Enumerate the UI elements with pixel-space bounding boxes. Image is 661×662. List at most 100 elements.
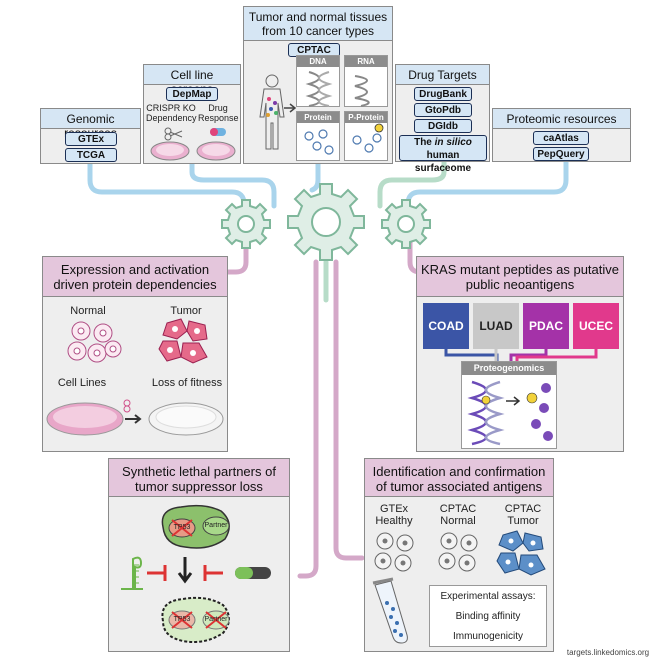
tumor-label: Tumor [170,305,202,317]
partner-label-bottom: Partner [204,616,228,623]
cell-lines-box: Cell line screens DepMap CRISPR KO Depen… [143,64,241,164]
partner-crossed-icon [202,610,230,630]
normal-label: Normal [70,305,106,317]
phospho-protein-panel: P-Protein [344,111,388,161]
group-cptac-tumor-line2: Tumor [507,515,539,527]
cancer-coad: COAD [423,303,469,349]
group-cptac-tumor-line1: CPTAC [504,503,542,515]
cell-line-dish-icon [46,402,124,436]
sirna-hairpin-icon [121,556,143,590]
loss-dish-icon [148,402,224,436]
pepquery-tag: PepQuery [533,147,589,161]
proteomic-box: Proteomic resources caAtlas PepQuery [492,108,631,162]
human-body-icon [259,74,285,150]
protein-panel: Protein [296,111,340,161]
dgidb-tag: DGIdb [414,119,472,133]
connector-cell-lines [189,161,277,209]
normal-cells-icon [67,321,122,363]
healthy-cells-icon [374,532,414,572]
phospho-protein-label: P-Protein [345,112,387,123]
partner-label-top: Partner [204,522,228,529]
genomic-title: Genomic resources [41,109,140,140]
group-gtex-line2: Healthy [375,515,413,527]
dna-label: DNA [297,56,339,67]
tp53-label-top: TP53 [173,524,191,531]
protein-icon [304,129,334,155]
drug-capsule-green-icon [235,567,271,579]
tcga-tag: TCGA [65,148,117,162]
cell-lines-label: Cell Lines [57,377,107,389]
partner-icon [202,516,230,536]
drug-response-label: Drug Response [198,103,239,123]
connector-tumor [309,161,321,193]
proteogenomics-label: Proteogenomics [462,362,556,375]
petri-dish-right-icon [196,141,236,161]
phospho-protein-icon [352,123,384,153]
expression-title: Expression and activation driven protein… [43,257,227,297]
group-gtex-line1: GTEx [379,503,409,515]
group-cptac-normal-line2: Normal [440,515,476,527]
protein-label: Protein [297,112,339,123]
rna-panel: RNA [344,55,388,107]
gear-left-icon [221,199,271,249]
connector-to-synthetic [297,259,319,579]
antigens-title: Identification and confirmation of tumor… [365,459,553,497]
peptide-beads-icon [526,383,553,441]
assay-binding: Binding affinity [455,611,521,622]
dna-helix-icon [305,71,333,107]
connector-to-expression [225,235,249,275]
kras-title: KRAS mutant peptides as putative public … [417,257,623,297]
arrow-right-icon [284,103,297,113]
crispr-scissors-icon [164,127,183,141]
surfaceome-post: human surfaceome [414,150,472,174]
assays-title: Experimental assays: [440,591,536,602]
group-cptac-normal-line1: CPTAC [439,503,477,515]
gear-center-icon [287,183,365,261]
genomic-box: Genomic resources GTEx TCGA [40,108,141,164]
dna-helix-purple-icon [467,380,505,446]
antigens-box: Identification and confirmation of tumor… [364,458,554,652]
dna-panel: DNA [296,55,340,107]
kras-box: KRAS mutant peptides as putative public … [416,256,624,452]
gtex-tag: GTEx [65,132,117,146]
test-tube-icon [372,577,408,644]
footer-url: targets.linkedomics.org [566,648,650,657]
cancer-ucec: UCEC [573,303,619,349]
surfaceome-pre: The [414,137,432,148]
tp53-crossed-bottom-icon [168,610,196,630]
connector-drug [377,159,447,209]
caatlas-tag: caAtlas [533,131,589,145]
drug-targets-title: Drug Targets [396,65,489,85]
drugbank-tag: DrugBank [414,87,472,101]
normal-cells-gray-icon [438,532,478,572]
gtopdb-tag: GtoPdb [414,103,472,117]
crispr-arrow-icon [123,399,142,424]
tumor-cells-icon [158,318,208,364]
inhibition-arrows-icon [147,557,223,584]
assays-panel: Experimental assays: Binding affinity Im… [429,585,547,647]
loss-of-fitness-label: Loss of fitness [151,377,223,389]
petri-dish-left-icon [150,141,190,161]
synthetic-box: Synthetic lethal partners of tumor suppr… [108,458,290,652]
cancer-merge-lines [444,349,598,363]
proteogenomics-panel: Proteogenomics [461,361,557,449]
drug-capsule-icon [210,128,226,136]
surfaceome-tag: The in silico human surfaceome [399,135,487,174]
gear-right-icon [381,199,431,249]
tp53-crossed-icon [168,518,196,538]
drug-targets-box: Drug Targets DrugBank GtoPdb DGIdb The i… [395,64,490,174]
tumor-normal-box: Tumor and normal tissues from 10 cancer … [243,6,393,164]
crispr-ko-label: CRISPR KO Dependency [146,103,197,123]
cell-lines-title: Cell line screens [144,65,240,96]
peptide-arrow-icon [506,396,521,406]
synthetic-title: Synthetic lethal partners of tumor suppr… [109,459,289,497]
tumor-cells-blue-icon [496,530,546,576]
expression-box: Expression and activation driven protein… [42,256,228,452]
surfaceome-italic: in silico [434,137,472,148]
tp53-label-bottom: TP53 [173,616,191,623]
connector-to-antigens [333,259,365,561]
cancer-luad: LUAD [473,303,519,349]
connector-genomic [87,161,247,215]
